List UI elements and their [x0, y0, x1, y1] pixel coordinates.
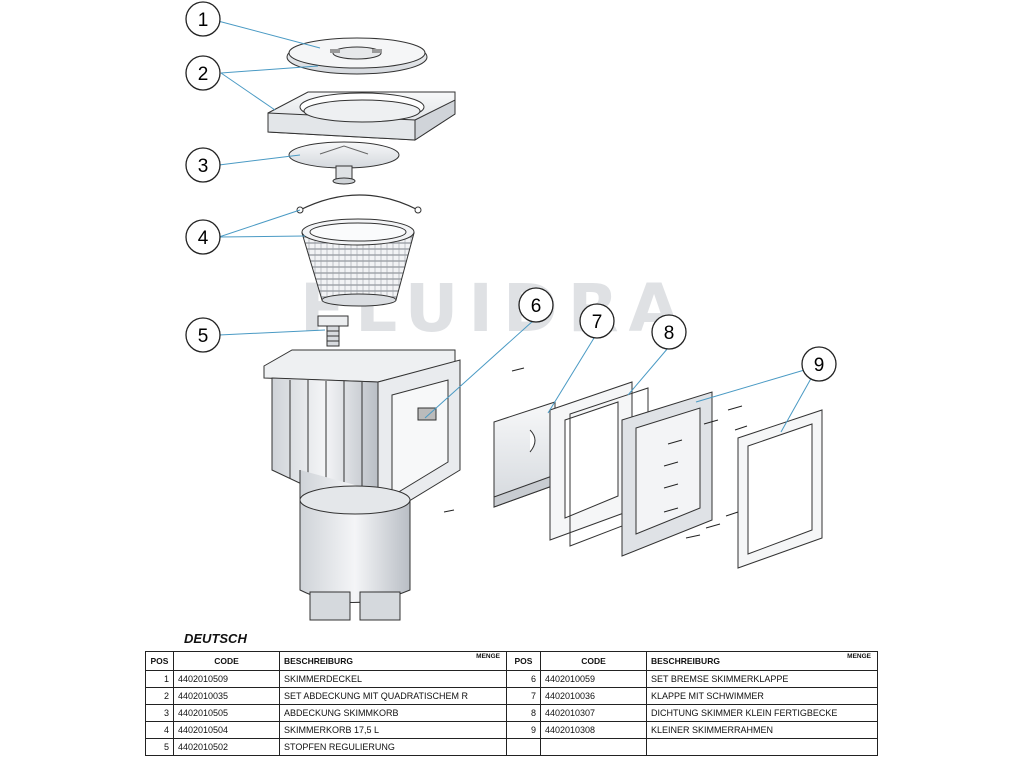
table-row: 5 4402010502 STOPFEN REGULIERUNG	[145, 738, 878, 756]
callout-5-label: 5	[198, 326, 209, 347]
code-cell: 4402010059	[540, 670, 647, 688]
basket-cover-part	[288, 141, 400, 185]
description-cell: ABDECKUNG SKIMMKORB	[279, 704, 507, 722]
table-row: 2 4402010035 SET ABDECKUNG MIT QUADRATIS…	[145, 687, 878, 705]
callout-8: 8	[651, 314, 687, 350]
header-description: BESCHREIBURG MENGE	[279, 651, 507, 671]
regulation-stopper-part	[317, 315, 349, 347]
header-description-label: BESCHREIBURG	[284, 656, 353, 666]
skimmer-lid-part	[286, 37, 428, 75]
header-quantity: MENGE	[847, 653, 871, 660]
basket-part	[296, 194, 422, 307]
pos-cell: 2	[145, 687, 174, 705]
callout-3: 3	[185, 147, 221, 183]
description-cell: SKIMMERKORB 17,5 L	[279, 721, 507, 739]
skimmer-body-part	[263, 349, 461, 621]
code-cell: 4402010509	[173, 670, 280, 688]
code-cell: 4402010308	[540, 721, 647, 739]
callout-circles: 1 2 3 4 5 6 7 8 9	[185, 1, 837, 382]
pos-cell: 8	[506, 704, 541, 722]
callout-5: 5	[185, 317, 221, 353]
header-description-label: BESCHREIBURG	[651, 656, 720, 666]
code-cell: 4402010035	[173, 687, 280, 705]
pos-cell: 7	[506, 687, 541, 705]
table-header-row: POS CODE BESCHREIBURG MENGE POS CODE BESC…	[145, 651, 878, 671]
callout-3-label: 3	[198, 156, 209, 177]
table-row: 3 4402010505 ABDECKUNG SKIMMKORB 8 44020…	[145, 704, 878, 722]
pos-cell: 1	[145, 670, 174, 688]
callout-1: 1	[185, 1, 221, 37]
callout-9: 9	[801, 346, 837, 382]
description-cell: SET ABDECKUNG MIT QUADRATISCHEM R	[279, 687, 507, 705]
pos-cell: 4	[145, 721, 174, 739]
callout-7: 7	[579, 303, 615, 339]
header-code: CODE	[173, 651, 280, 671]
pos-cell	[506, 738, 541, 756]
pos-cell: 6	[506, 670, 541, 688]
frame-part	[621, 391, 823, 569]
description-cell: DICHTUNG SKIMMER KLEIN FERTIGBECKE	[646, 704, 878, 722]
header-description: BESCHREIBURG MENGE	[646, 651, 878, 671]
description-cell: SET BREMSE SKIMMERKLAPPE	[646, 670, 878, 688]
description-cell: KLAPPE MIT SCHWIMMER	[646, 687, 878, 705]
flap-part	[493, 401, 556, 508]
callout-7-label: 7	[592, 312, 603, 333]
pos-cell: 9	[506, 721, 541, 739]
table-row: 1 4402010509 SKIMMERDECKEL 6 4402010059 …	[145, 670, 878, 688]
gasket-part	[549, 381, 649, 547]
callout-6: 6	[518, 287, 554, 323]
callout-1-label: 1	[198, 10, 209, 31]
header-quantity: MENGE	[476, 653, 500, 660]
code-cell	[540, 738, 647, 756]
header-pos: POS	[145, 651, 174, 671]
code-cell: 4402010307	[540, 704, 647, 722]
code-cell: 4402010504	[173, 721, 280, 739]
callout-4: 4	[185, 219, 221, 255]
description-cell: SKIMMERDECKEL	[279, 670, 507, 688]
callout-2: 2	[185, 55, 221, 91]
callout-8-label: 8	[664, 323, 675, 344]
table-row: 4 4402010504 SKIMMERKORB 17,5 L 9 440201…	[145, 721, 878, 739]
description-cell: KLEINER SKIMMERRAHMEN	[646, 721, 878, 739]
header-pos: POS	[506, 651, 541, 671]
language-label: DEUTSCH	[184, 631, 247, 646]
screws	[443, 367, 748, 539]
description-cell	[646, 738, 878, 756]
header-code: CODE	[540, 651, 647, 671]
callout-9-label: 9	[814, 355, 825, 376]
callout-2-label: 2	[198, 64, 209, 85]
code-cell: 4402010502	[173, 738, 280, 756]
pos-cell: 3	[145, 704, 174, 722]
pos-cell: 5	[145, 738, 174, 756]
exploded-view-diagram: 1 2 3 4 5 6 7 8 9	[185, 1, 837, 621]
square-collar-part	[267, 91, 456, 141]
description-cell: STOPFEN REGULIERUNG	[279, 738, 507, 756]
callout-4-label: 4	[198, 228, 209, 249]
parts-table: POS CODE BESCHREIBURG MENGE POS CODE BESC…	[145, 651, 878, 756]
code-cell: 4402010036	[540, 687, 647, 705]
code-cell: 4402010505	[173, 704, 280, 722]
callout-6-label: 6	[531, 296, 542, 317]
